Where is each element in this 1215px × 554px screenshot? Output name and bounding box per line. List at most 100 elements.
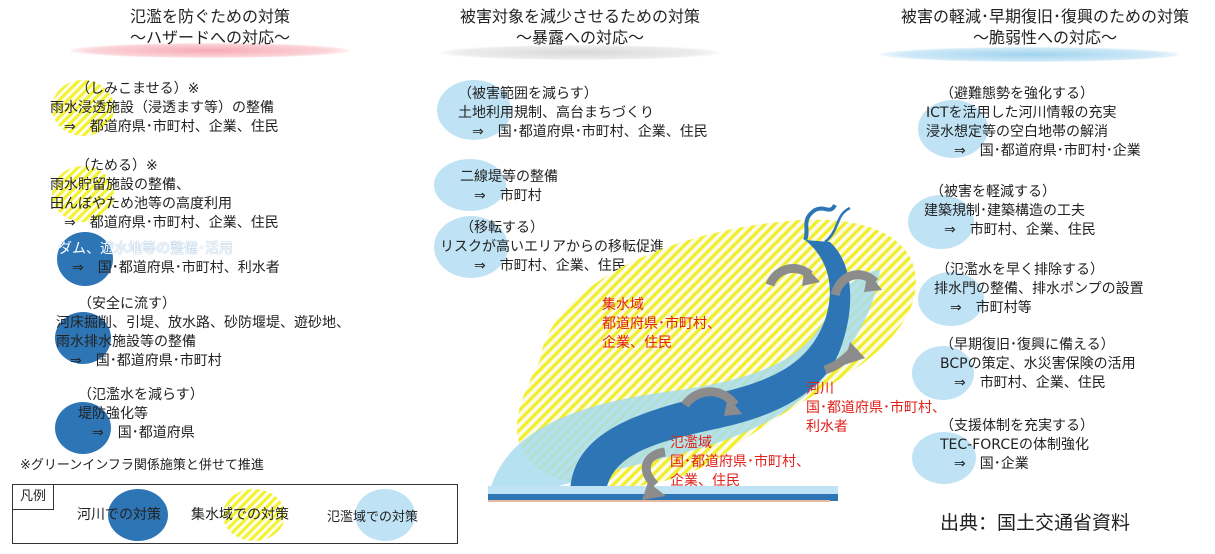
block-line: ⇒ 国･都道府県･市町村、利水者 <box>58 260 280 276</box>
middle-block-relocate: （移転する） リスクが高いエリアからの移転促進 ⇒ 市町村、企業、住民 <box>440 219 664 276</box>
catchment-label-line: 企業、住民 <box>602 335 672 351</box>
block-heading: （氾濫水を減らす） <box>78 387 204 403</box>
block-line: 雨水貯留施設の整備、 <box>50 177 190 193</box>
block-line: ⇒ 都道府県･市町村、企業、住民 <box>50 215 279 231</box>
river-label-line: 国･都道府県･市町村、 <box>806 400 946 416</box>
block-line: 河床掘削、引堤、放水路、砂防堰堤、遊砂地、 <box>56 315 350 331</box>
block-line: 雨水浸透施設（浸透ます等）の整備 <box>50 100 274 116</box>
block-line: ICTを活用した河川情報の充実 <box>926 105 1117 121</box>
block-line: BCPの策定、水災害保険の活用 <box>940 356 1136 372</box>
block-line: TEC-FORCEの体制強化 <box>940 437 1089 453</box>
floodplain-label-line: 企業、住民 <box>670 473 740 489</box>
catchment-marker <box>52 166 114 222</box>
right-title-line-1: 被害の軽減･早期復旧･復興のための対策 <box>900 7 1189 26</box>
legend-river-label: 河川での対策 <box>77 507 161 523</box>
floodplain-marker <box>908 195 974 249</box>
legend-floodplain-swatch <box>355 489 415 541</box>
catchment-label: 集水域 都道府県･市町村、 企業、住民 <box>602 296 721 353</box>
block-line: 雨水排水施設等の整備 <box>56 334 196 350</box>
left-block-infiltrate: （しみこませる）※ 雨水浸透施設（浸透ます等）の整備 ⇒ 都道府県･市町村、企業… <box>50 80 279 137</box>
right-block-support: （支援体制を充実する） TEC-FORCEの体制強化 ⇒ 国･企業 <box>940 417 1094 474</box>
left-block-store: （ためる）※ 雨水貯留施設の整備、 田んぼやため池等の高度利用 ⇒ 都道府県･市… <box>50 157 279 233</box>
block-line: ⇒ 国･都道府県･市町村･企業 <box>940 143 1141 159</box>
block-line: ⇒ 市町村、企業、住民 <box>940 375 1106 391</box>
right-block-evacuation: （避難態勢を強化する） ICTを活用した河川情報の充実 浸水想定等の空白地帯の解… <box>926 85 1141 161</box>
river-diagram <box>488 203 916 502</box>
block-line: ダム、遊水地等の整備･活用 <box>58 241 233 257</box>
ground-strip <box>488 494 838 501</box>
catchment-marker <box>52 80 114 136</box>
block-line: 田んぼやため池等の高度利用 <box>50 196 232 212</box>
left-title-line-1: 氾濫を防ぐための対策 <box>129 7 290 26</box>
block-line: 堤防強化等 <box>78 406 148 422</box>
river-label: 河川 国･都道府県･市町村、 利水者 <box>806 380 946 437</box>
block-line: ⇒ 国･都道府県 <box>78 425 195 441</box>
block-heading: （支援体制を充実する） <box>940 418 1094 434</box>
middle-column-title: 被害対象を減少させるための対策 ～暴露への対応～ <box>445 6 715 48</box>
floodplain-label: 氾濫域 国･都道府県･市町村、 企業、住民 <box>670 434 810 491</box>
left-block-flow: （安全に流す） 河床掘削、引堤、放水路、砂防堰堤、遊砂地、 雨水排水施設等の整備… <box>56 295 350 371</box>
left-note: ※グリーンインフラ関係施策と併せて推進 <box>20 458 264 473</box>
left-block-dam: ダム、遊水地等の整備･活用 ⇒ 国･都道府県･市町村、利水者 <box>58 240 280 278</box>
block-line: 浸水想定等の空白地帯の解消 <box>926 124 1108 140</box>
block-heading: （早期復旧･復興に備える） <box>940 337 1115 353</box>
block-line: 排水門の整備、排水ポンプの設置 <box>934 281 1144 297</box>
catchment-label-line: 都道府県･市町村、 <box>602 316 721 332</box>
middle-title-line-1: 被害対象を減少させるための対策 <box>459 7 700 26</box>
block-heading: （被害範囲を減らす） <box>458 86 598 102</box>
block-line: ⇒ 市町村、企業、住民 <box>460 258 626 274</box>
source-credit: 出典：国土交通省資料 <box>940 512 1131 534</box>
block-line: リスクが高いエリアからの移転促進 <box>440 239 664 255</box>
floodplain-marker <box>912 346 974 400</box>
block-line: 二線堤等の整備 <box>460 169 558 185</box>
right-title-line-2: ～脆弱性への対応～ <box>972 28 1117 47</box>
block-line: ⇒ 市町村等 <box>936 300 1032 316</box>
block-line: 建築規制･建築構造の工夫 <box>924 203 1085 219</box>
catchment-label-title: 集水域 <box>602 297 644 313</box>
river-marker <box>55 402 111 454</box>
legend-catchment-swatch <box>223 489 285 541</box>
middle-title-underline <box>440 45 720 60</box>
block-heading: （氾濫水を早く排除する） <box>936 262 1104 278</box>
river-marker <box>55 312 111 364</box>
block-line: ⇒ 都道府県･市町村、企業、住民 <box>50 119 279 135</box>
block-heading: （しみこませる）※ <box>76 81 200 97</box>
block-heading: （ためる）※ <box>76 158 158 174</box>
right-block-recovery: （早期復旧･復興に備える） BCPの策定、水災害保険の活用 ⇒ 市町村、企業、住… <box>940 336 1136 393</box>
middle-block-range: （被害範囲を減らす） 土地利用規制、高台まちづくり ⇒ 国･都道府県･市町村、企… <box>458 85 708 142</box>
block-heading: （避難態勢を強化する） <box>940 86 1094 102</box>
legend-river-swatch <box>108 489 168 541</box>
legend-catchment-label: 集水域での対策 <box>191 507 289 523</box>
right-block-drain: （氾濫水を早く排除する） 排水門の整備、排水ポンプの設置 ⇒ 市町村等 <box>934 261 1144 318</box>
block-heading: （移転する） <box>460 220 544 236</box>
block-line: ⇒ 市町村 <box>460 188 542 204</box>
floodplain-marker <box>918 100 988 158</box>
river-label-line: 利水者 <box>806 419 848 435</box>
right-title-underline <box>880 47 1180 62</box>
floodplain-label-title: 氾濫域 <box>670 435 712 451</box>
floodplain-area <box>490 270 880 491</box>
right-column-title: 被害の軽減･早期復旧･復興のための対策 ～脆弱性への対応～ <box>880 6 1210 48</box>
right-block-mitigate: （被害を軽減する） 建築規制･建築構造の工夫 ⇒ 市町村、企業、住民 <box>924 183 1096 240</box>
legend-title: 凡例 <box>12 484 54 510</box>
block-line: ⇒ 国･都道府県･市町村、企業、住民 <box>458 124 708 140</box>
river-channel <box>570 240 851 496</box>
block-line: ⇒ 国･企業 <box>940 456 1029 472</box>
floodplain-marker <box>918 272 984 326</box>
river-marker <box>57 232 113 286</box>
block-line: 土地利用規制、高台まちづくり <box>458 105 654 121</box>
block-line: ⇒ 国･都道府県･市町村 <box>56 353 222 369</box>
floodplain-label-line: 国･都道府県･市町村、 <box>670 454 810 470</box>
left-title-underline <box>70 43 350 58</box>
legend: 凡例 河川での対策 集水域での対策 氾濫域での対策 <box>12 484 458 544</box>
block-heading: （被害を軽減する） <box>930 184 1056 200</box>
left-block-reduce: （氾濫水を減らす） 堤防強化等 ⇒ 国･都道府県 <box>78 386 204 443</box>
floodplain-marker <box>434 216 508 278</box>
block-line: ⇒ 市町村、企業、住民 <box>930 222 1096 238</box>
floodplain-marker <box>912 432 976 484</box>
river-label-title: 河川 <box>806 381 834 397</box>
floodplain-marker <box>434 159 506 211</box>
left-column-title: 氾濫を防ぐための対策 ～ハザードへの対応～ <box>60 6 360 48</box>
middle-block-levee: 二線堤等の整備 ⇒ 市町村 <box>460 168 558 206</box>
middle-title-line-2: ～暴露への対応～ <box>515 28 644 47</box>
